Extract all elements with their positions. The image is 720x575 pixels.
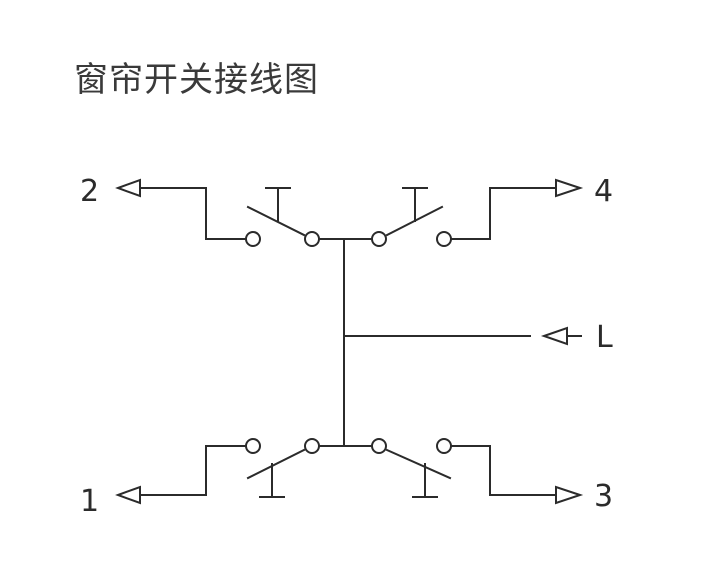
terminal-l: L (540, 320, 613, 355)
terminal-4-arrow (555, 178, 584, 198)
contact-bottom-right-inner (371, 438, 387, 454)
contact-top-left-outer (245, 231, 261, 247)
contact-top-right-inner (371, 231, 387, 247)
wire-to-terminal-2 (139, 187, 246, 240)
terminal-1: 1 (80, 484, 141, 519)
terminal-2: 2 (80, 174, 141, 209)
switch-bottom-right-blade (385, 448, 452, 480)
switch-bottom-left-blade (246, 448, 306, 480)
wire-to-terminal-3 (451, 445, 557, 496)
terminal-1-label: 1 (80, 484, 99, 519)
terminal-3: 3 (555, 479, 613, 514)
switch-top-left (139, 187, 320, 247)
contact-top-left-inner (304, 231, 320, 247)
switch-bottom-left (139, 438, 320, 498)
terminal-4-label: 4 (594, 174, 613, 209)
terminal-2-label: 2 (80, 174, 99, 209)
terminal-3-arrow (555, 485, 584, 505)
terminal-4: 4 (555, 174, 613, 209)
switch-top-left-blade (246, 205, 306, 237)
wire-to-terminal-1 (139, 445, 246, 496)
terminal-1-arrow (115, 485, 141, 505)
wire-to-terminal-4 (451, 187, 557, 240)
contact-bottom-left-inner (304, 438, 320, 454)
contact-bottom-right-outer (436, 438, 452, 454)
terminal-3-label: 3 (594, 479, 613, 514)
switch-bottom-right (371, 438, 557, 498)
terminal-l-arrow (540, 326, 568, 346)
terminal-l-label: L (596, 320, 613, 355)
contact-top-right-outer (436, 231, 452, 247)
diagram-title: 窗帘开关接线图 (74, 60, 319, 100)
switch-top-right (371, 187, 557, 247)
terminal-2-arrow (115, 178, 141, 198)
common-bus (311, 238, 531, 447)
contact-bottom-left-outer (245, 438, 261, 454)
